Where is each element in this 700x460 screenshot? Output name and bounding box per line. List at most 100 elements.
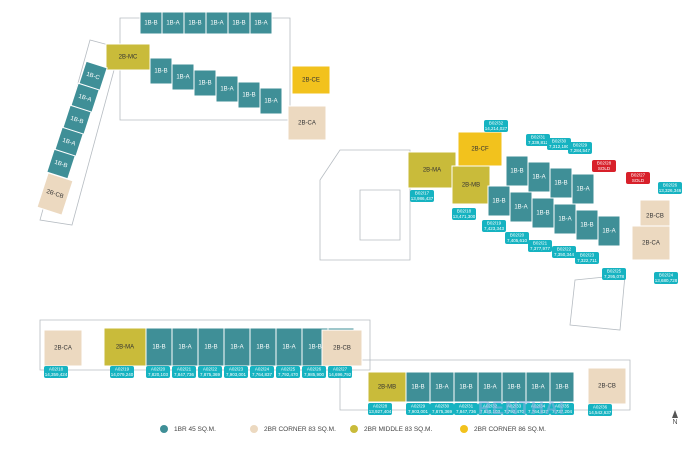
unit[interactable]: 1B-A xyxy=(527,161,551,193)
price-tag[interactable]: B02/307,312,180 xyxy=(547,138,571,150)
price-tag[interactable]: B02/257,295,078 xyxy=(602,268,626,280)
unit[interactable]: 1B-A xyxy=(597,215,621,247)
unit[interactable]: 1B-A xyxy=(171,63,195,91)
unit[interactable]: 1B-B xyxy=(501,371,527,403)
unit[interactable]: 1B-B xyxy=(197,327,225,367)
unit[interactable]: 1B-B xyxy=(145,327,173,367)
unit[interactable]: 1B-A xyxy=(259,87,283,115)
price-tag[interactable]: A02/357,737,204 xyxy=(550,403,574,415)
unit[interactable]: 2B-CA xyxy=(43,329,83,367)
unit[interactable]: 2B-MA xyxy=(407,151,457,189)
unit[interactable]: 1B-A xyxy=(171,327,199,367)
price-tag[interactable]: A02/327,820,103 xyxy=(478,403,502,415)
unit[interactable]: 1B-B xyxy=(237,81,261,109)
price-tag[interactable]: B02/317,339,812 xyxy=(526,134,550,146)
unit[interactable]: 1B-A xyxy=(553,203,577,235)
unit[interactable]: 1B-B xyxy=(227,11,251,35)
price-tag[interactable]: A02/297,903,001 xyxy=(406,403,430,415)
unit[interactable]: 1B-B xyxy=(405,371,431,403)
unit[interactable]: 2B-CF xyxy=(457,131,503,167)
unit[interactable]: 1B-A xyxy=(509,191,533,223)
price-tag[interactable]: A02/227,875,369 xyxy=(198,366,222,378)
price-tag[interactable]: B02/227,350,344 xyxy=(552,246,576,258)
unit[interactable]: 1B-A xyxy=(161,11,185,35)
unit[interactable]: 2B-CB xyxy=(587,367,627,405)
unit[interactable]: 1B-A xyxy=(429,371,455,403)
unit-label: 1B-B xyxy=(242,93,255,99)
unit[interactable]: 2B-CE xyxy=(291,65,331,95)
unit[interactable]: 1B-A xyxy=(249,11,273,35)
unit-label: 2B-MA xyxy=(423,168,441,174)
price-tag[interactable]: A02/347,764,837 xyxy=(526,403,550,415)
unit[interactable]: 1B-B xyxy=(139,11,163,35)
unit-label: 1B-A xyxy=(602,229,615,235)
unit[interactable]: 1B-A xyxy=(275,327,303,367)
price-tag[interactable]: A02/307,875,369 xyxy=(430,403,454,415)
unit[interactable]: 2B-CB xyxy=(36,172,74,216)
tag-price: 7,339,812 xyxy=(528,140,549,145)
tag-price: 13,680,728 xyxy=(655,278,678,283)
unit[interactable]: 1B-B xyxy=(487,185,511,217)
unit[interactable]: 2B-CA xyxy=(287,105,327,141)
unit[interactable]: 1B-A xyxy=(223,327,251,367)
unit[interactable]: 1B-B xyxy=(249,327,277,367)
price-tag[interactable]: A02/237,903,001 xyxy=(224,366,248,378)
unit[interactable]: 1B-B xyxy=(453,371,479,403)
unit-label: 2B-CF xyxy=(471,147,489,153)
unit-label: 1B-B xyxy=(507,385,520,391)
price-tag[interactable]: A02/317,847,736 xyxy=(454,403,478,415)
price-tag[interactable]: A02/207,820,103 xyxy=(146,366,170,378)
unit[interactable]: 1B-A xyxy=(205,11,229,35)
tag-background xyxy=(452,208,476,220)
unit[interactable]: 1B-B xyxy=(183,11,207,35)
unit[interactable]: 1B-A xyxy=(70,82,100,114)
unit-shape xyxy=(43,329,83,367)
unit[interactable]: 1B-A xyxy=(215,75,239,103)
tag-code: B02/17 xyxy=(415,191,430,196)
unit[interactable]: 1B-A xyxy=(477,371,503,403)
tag-background xyxy=(592,160,616,172)
price-tag[interactable]: B02/237,322,711 xyxy=(575,252,599,264)
price-tag[interactable]: B02/207,405,610 xyxy=(505,232,529,244)
tag-code: A02/28 xyxy=(373,404,388,409)
unit[interactable]: 1B-B xyxy=(193,69,217,97)
unit[interactable]: 1B-B xyxy=(149,57,173,85)
tag-code: A02/31 xyxy=(459,404,474,409)
price-tag[interactable]: A02/267,985,900 xyxy=(302,366,326,378)
price-tag[interactable]: A02/247,764,837 xyxy=(250,366,274,378)
unit[interactable]: 2B-MB xyxy=(451,165,491,205)
unit[interactable]: 1B-B xyxy=(505,155,529,187)
unit[interactable]: 2B-MC xyxy=(105,43,151,71)
price-tag[interactable]: B02/297,284,547 xyxy=(568,142,592,154)
unit[interactable]: 2B-CB xyxy=(321,329,363,367)
unit[interactable]: 1B-B xyxy=(531,197,555,229)
price-tag[interactable]: A02/337,792,470 xyxy=(502,403,526,415)
price-tag[interactable]: B02/217,377,977 xyxy=(528,240,552,252)
price-tag[interactable]: B02/197,423,343 xyxy=(482,220,506,232)
unit[interactable]: 1B-A xyxy=(571,173,595,205)
unit[interactable]: 1B-A xyxy=(525,371,551,403)
price-tag[interactable]: A02/217,847,736 xyxy=(172,366,196,378)
brand-watermark: RENTHAI xyxy=(478,398,565,418)
unit[interactable]: 2B-MB xyxy=(367,371,407,403)
unit-label: 1B-A xyxy=(210,21,223,27)
price-tag[interactable]: A02/257,792,470 xyxy=(276,366,300,378)
unit[interactable]: 1B-B xyxy=(549,167,573,199)
legend-label-2br-corner-83: 2BR CORNER 83 SQ.M. xyxy=(264,425,336,433)
unit[interactable]: 1B-B xyxy=(575,209,599,241)
unit[interactable]: 1B-B xyxy=(549,371,575,403)
unit[interactable]: 2B-MA xyxy=(103,327,147,367)
unit[interactable]: 2B-CA xyxy=(631,225,671,261)
